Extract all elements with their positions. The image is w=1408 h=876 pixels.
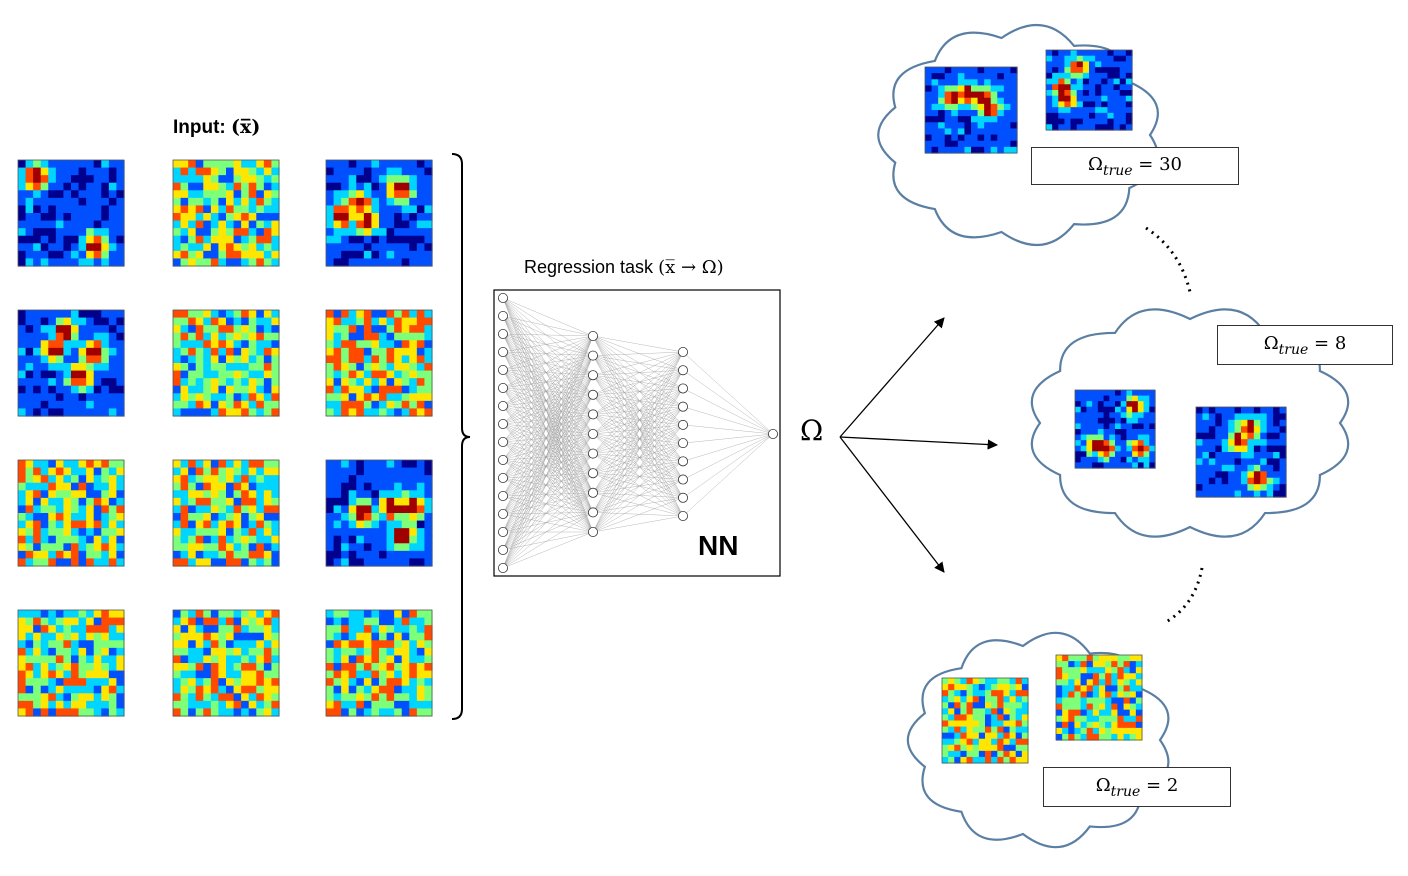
neuron bbox=[678, 365, 689, 376]
neuron bbox=[497, 364, 508, 375]
cluster-8-panel bbox=[1195, 406, 1287, 498]
neuron bbox=[497, 472, 508, 483]
input-panel bbox=[17, 459, 125, 567]
neuron bbox=[588, 428, 599, 439]
neuron bbox=[497, 400, 508, 411]
neuron bbox=[678, 383, 689, 394]
input-panel bbox=[325, 459, 433, 567]
input-panel bbox=[172, 309, 280, 417]
neuron bbox=[497, 346, 508, 357]
neuron bbox=[588, 370, 599, 381]
neuron bbox=[588, 330, 599, 341]
neuron bbox=[497, 382, 508, 393]
input-panel bbox=[172, 609, 280, 717]
neuron bbox=[588, 448, 599, 459]
neuron bbox=[497, 527, 508, 538]
neuron bbox=[497, 545, 508, 556]
neuron bbox=[497, 418, 508, 429]
neuron bbox=[588, 409, 599, 420]
omega-true-8-box: Ωtrue = 8 bbox=[1217, 325, 1393, 365]
arrow-down bbox=[839, 436, 945, 573]
input-panel bbox=[172, 459, 280, 567]
input-field-grid bbox=[17, 159, 433, 717]
neuron bbox=[497, 508, 508, 519]
cluster-2-panel bbox=[1055, 654, 1143, 741]
input-bracket bbox=[451, 153, 471, 720]
neuron bbox=[588, 389, 599, 400]
input-panel bbox=[325, 609, 433, 717]
neuron bbox=[588, 350, 599, 361]
input-panel bbox=[17, 609, 125, 717]
dotted-connector-bottom bbox=[1165, 567, 1204, 624]
arrow-up bbox=[839, 317, 945, 438]
neuron bbox=[497, 310, 508, 321]
regression-task-title: Regression task (x̅ → Ω) bbox=[524, 257, 724, 278]
input-panel bbox=[17, 309, 125, 417]
cluster-2-panel bbox=[941, 677, 1029, 764]
neuron bbox=[678, 438, 689, 449]
input-title: Input: (x̅) bbox=[173, 116, 261, 138]
arrow-middle bbox=[839, 436, 999, 450]
cluster-30-panel bbox=[1045, 49, 1133, 131]
nn-connections bbox=[502, 297, 774, 569]
input-panel bbox=[325, 309, 433, 417]
nn-label: NN bbox=[698, 530, 739, 561]
neuron bbox=[678, 492, 689, 503]
cluster-30-panel bbox=[924, 66, 1018, 154]
neuron bbox=[588, 468, 599, 479]
neuron bbox=[678, 419, 689, 430]
omega-true-2-box: Ωtrue = 2 bbox=[1043, 767, 1231, 807]
output-omega-label: Ω bbox=[800, 414, 824, 447]
input-panel bbox=[325, 159, 433, 267]
neuron bbox=[497, 490, 508, 501]
neuron bbox=[678, 401, 689, 412]
neuron bbox=[588, 527, 599, 538]
input-panel bbox=[172, 159, 280, 267]
cluster-8-panel bbox=[1074, 389, 1156, 469]
neuron bbox=[497, 454, 508, 465]
neuron bbox=[588, 487, 599, 498]
neuron bbox=[497, 328, 508, 339]
neuron bbox=[678, 456, 689, 467]
neuron bbox=[768, 428, 779, 439]
neuron bbox=[678, 474, 689, 485]
dotted-connector-top bbox=[1145, 226, 1192, 293]
input-panel bbox=[17, 159, 125, 267]
omega-true-30-box: Ωtrue = 30 bbox=[1031, 147, 1239, 185]
neuron bbox=[497, 436, 508, 447]
neuron bbox=[678, 510, 689, 521]
nn-neurons bbox=[497, 292, 779, 574]
neuron bbox=[678, 346, 689, 357]
neuron bbox=[588, 507, 599, 518]
neuron bbox=[497, 563, 508, 574]
output-arrows bbox=[839, 317, 999, 573]
neuron bbox=[497, 292, 508, 303]
